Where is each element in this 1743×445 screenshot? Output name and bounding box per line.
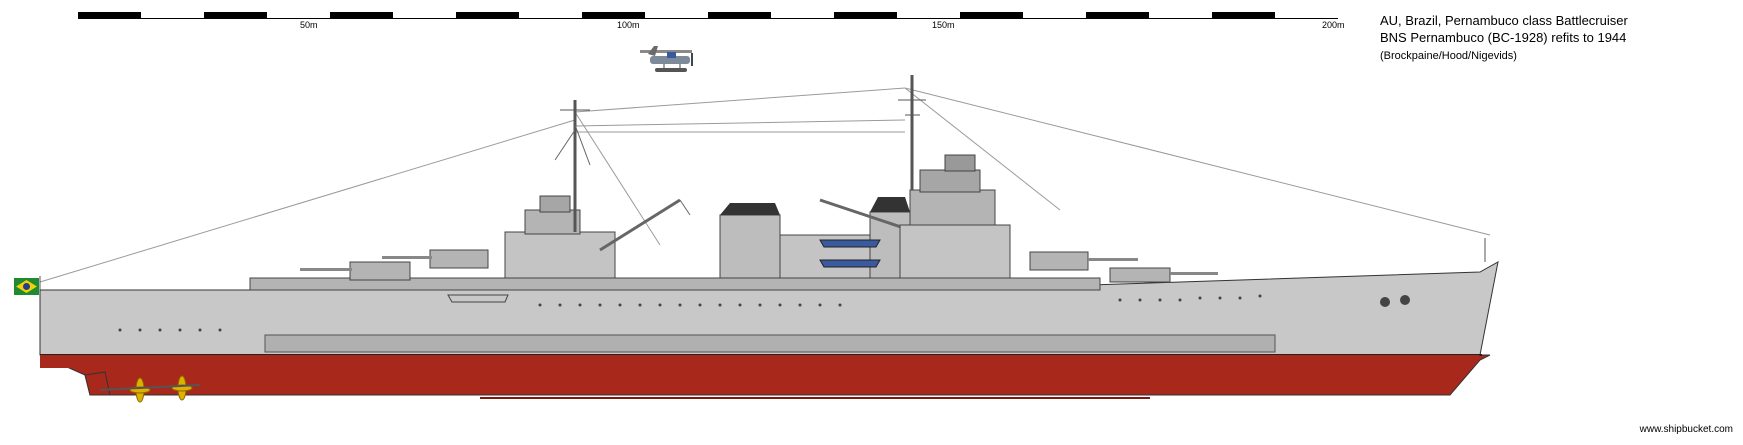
scale-label-200: 200m — [1322, 20, 1345, 30]
scale-bar — [78, 12, 1338, 19]
scale-label-50: 50m — [300, 20, 318, 30]
scale-segment — [1212, 12, 1275, 18]
funnel-aft — [719, 214, 781, 279]
portholes — [118, 294, 1262, 332]
turret-fwd-2 — [1109, 267, 1171, 283]
scale-label-100: 100m — [617, 20, 640, 30]
scale-segment — [78, 12, 141, 18]
scale-segment — [1086, 12, 1149, 18]
scale-segment — [582, 12, 645, 18]
turret-aft-1 — [349, 261, 411, 281]
propellers — [84, 371, 201, 403]
scale-segment — [204, 12, 267, 18]
fwd-crane — [819, 198, 911, 232]
armor-belt — [264, 334, 1276, 353]
brazil-flag-icon — [14, 276, 41, 296]
turret-aft-2 — [429, 249, 489, 269]
scale-segment — [708, 12, 771, 18]
scale-baseline — [78, 18, 1338, 19]
website-credit: www.shipbucket.com — [1639, 424, 1733, 435]
scale-label-150: 150m — [932, 20, 955, 30]
scale-segment — [456, 12, 519, 18]
seaplane-icon — [640, 46, 693, 72]
turret-fwd-1 — [1029, 251, 1089, 271]
scale-segment — [330, 12, 393, 18]
ship-info: AU, Brazil, Pernambuco class Battlecruis… — [1380, 12, 1628, 64]
aft-crane — [599, 198, 681, 252]
scale-segment — [960, 12, 1023, 18]
ship-name-subtitle: BNS Pernambuco (BC-1928) refits to 1944 — [1380, 30, 1627, 45]
ship-authors: (Brockpaine/Hood/Nigevids) — [1380, 50, 1517, 62]
superstructure — [249, 75, 1486, 307]
scale-segment — [834, 12, 897, 18]
ship-class-title: AU, Brazil, Pernambuco class Battlecruis… — [1380, 13, 1628, 28]
